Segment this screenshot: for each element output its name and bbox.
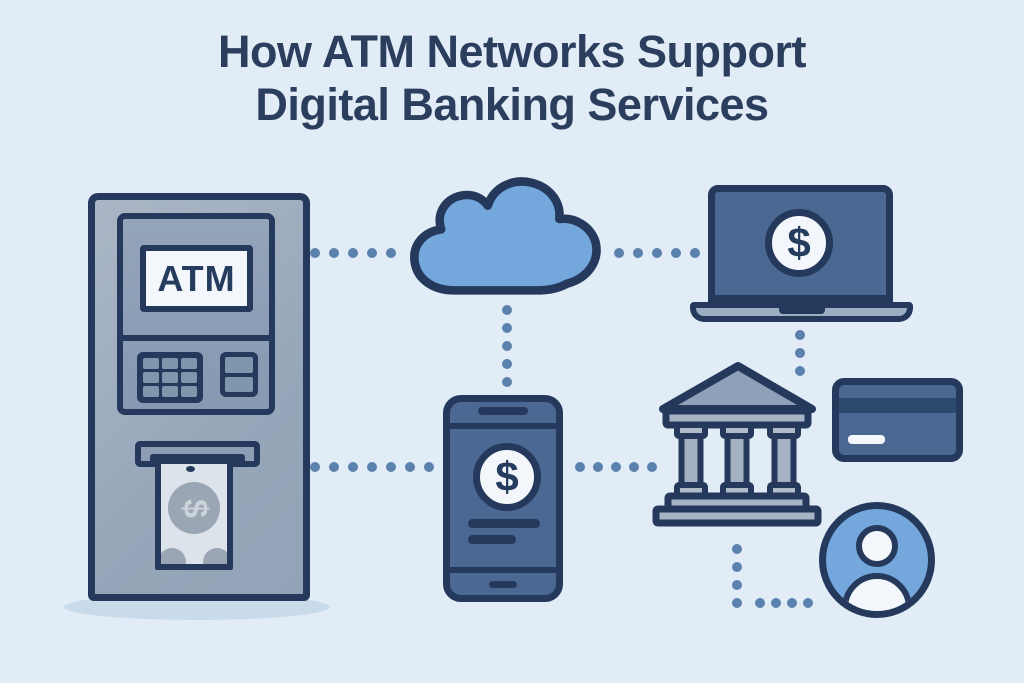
connector-dot	[795, 348, 805, 358]
connector-dot	[633, 248, 643, 258]
banknote-icon: $	[155, 458, 233, 570]
connector-dot	[386, 248, 396, 258]
connector-dot	[629, 462, 639, 472]
connector-dot	[575, 462, 585, 472]
phone-dollar-badge: $	[473, 443, 541, 511]
dotted-connector-cloud-laptop	[614, 248, 700, 258]
banknote-dot	[186, 466, 195, 472]
banknote-dollar-circle: $	[168, 482, 220, 534]
atm-card-slot	[220, 352, 258, 397]
connector-dot	[329, 462, 339, 472]
connector-dot	[405, 462, 415, 472]
connector-dot	[732, 562, 742, 572]
atm-panel-divider	[117, 335, 275, 341]
connector-dot	[348, 248, 358, 258]
dotted-connector-cloud-phone	[502, 305, 512, 387]
connector-dot	[502, 359, 512, 369]
connector-dot	[755, 598, 765, 608]
connector-dot	[348, 462, 358, 472]
keypad-key	[143, 372, 159, 383]
keypad-key	[181, 372, 197, 383]
page-title-line2: Digital Banking Services	[255, 78, 769, 130]
connector-dot	[795, 330, 805, 340]
keypad-key	[162, 372, 178, 383]
card-magnetic-stripe	[839, 398, 956, 413]
atm-machine-icon: ATM $	[88, 193, 310, 601]
laptop-dollar-symbol: $	[787, 219, 811, 266]
user-icon	[819, 502, 935, 618]
dotted-connector-laptop-bank	[795, 330, 805, 376]
connector-dot	[611, 462, 621, 472]
credit-card-icon	[832, 378, 963, 462]
connector-dot	[367, 248, 377, 258]
atm-front-panel: ATM	[117, 213, 275, 415]
phone-screen-divider	[450, 423, 556, 429]
card-number-line	[848, 435, 885, 444]
cash-slot-opening	[150, 454, 245, 464]
phone-home-button	[489, 581, 517, 588]
dotted-connector-bank-user-vertical	[732, 544, 742, 608]
phone-speaker	[478, 407, 528, 415]
connector-dot	[593, 462, 603, 472]
bank-building-icon	[652, 362, 822, 527]
laptop-dollar-badge: $	[765, 209, 833, 277]
connector-dot	[367, 462, 377, 472]
dotted-connector-atm-phone	[310, 462, 434, 472]
user-head	[856, 525, 898, 567]
keypad-key	[162, 358, 178, 369]
card-slot-line	[225, 357, 253, 373]
connector-dot	[502, 323, 512, 333]
connector-dot	[502, 341, 512, 351]
connector-dot	[614, 248, 624, 258]
phone-dollar-symbol: $	[495, 453, 519, 500]
keypad-key	[143, 386, 159, 397]
connector-dot	[795, 366, 805, 376]
connector-dot	[803, 598, 813, 608]
connector-dot	[424, 462, 434, 472]
phone-screen-divider	[450, 567, 556, 573]
keypad-key	[143, 358, 159, 369]
keypad-key	[162, 386, 178, 397]
connector-dot	[732, 598, 742, 608]
connector-dot	[386, 462, 396, 472]
banknote-corner-mark	[161, 548, 186, 564]
connector-dot	[787, 598, 797, 608]
connector-dot	[329, 248, 339, 258]
atm-screen-label: ATM	[157, 257, 236, 299]
user-shoulders	[842, 573, 912, 611]
connector-dot	[310, 248, 320, 258]
connector-dot	[671, 248, 681, 258]
connector-dot	[502, 377, 512, 387]
dotted-connector-atm-cloud	[310, 248, 396, 258]
connector-dot	[652, 248, 662, 258]
connector-dot	[732, 544, 742, 554]
cloud-icon	[410, 177, 601, 295]
phone-text-line	[468, 519, 540, 528]
connector-dot	[690, 248, 700, 258]
connector-dot	[647, 462, 657, 472]
laptop-icon: $	[708, 185, 893, 302]
dotted-connector-bank-user-horizontal	[755, 598, 813, 608]
laptop-base	[690, 302, 913, 322]
keypad-key	[181, 358, 197, 369]
atm-screen: ATM	[140, 245, 253, 312]
banknote-corner-mark	[203, 548, 227, 564]
connector-dot	[310, 462, 320, 472]
phone-text-line	[468, 535, 516, 544]
connector-dot	[732, 580, 742, 590]
smartphone-icon: $	[443, 395, 563, 602]
dotted-connector-phone-bank	[575, 462, 657, 472]
page-title: How ATM Networks Support Digital Banking…	[0, 26, 1024, 131]
page-title-line1: How ATM Networks Support	[218, 26, 807, 77]
keypad-key	[181, 386, 197, 397]
card-slot-line	[225, 376, 253, 392]
connector-dot	[502, 305, 512, 315]
atm-keypad	[137, 352, 203, 403]
connector-dot	[771, 598, 781, 608]
banknote-dollar-symbol: $	[175, 498, 214, 518]
laptop-notch	[778, 308, 825, 314]
